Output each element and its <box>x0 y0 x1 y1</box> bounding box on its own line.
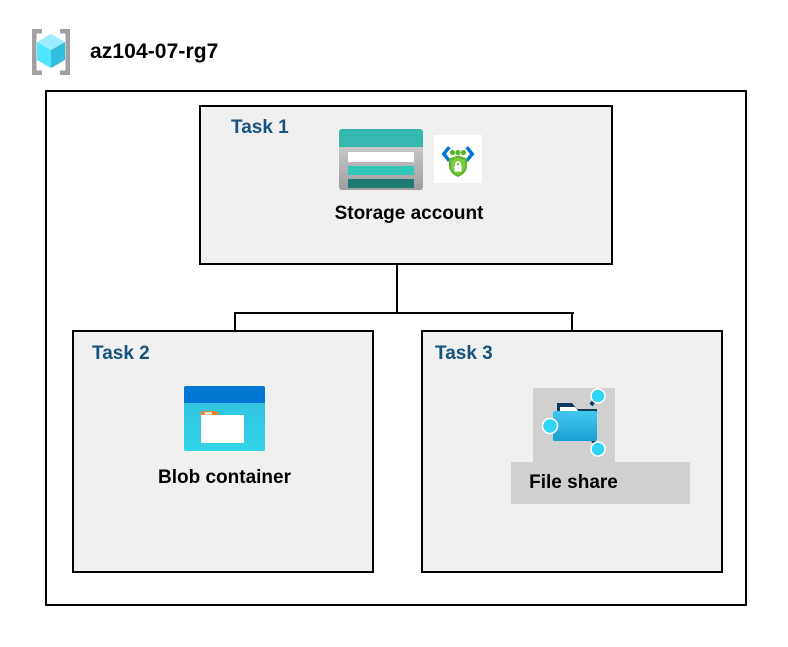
file-share-node[interactable]: File share <box>511 385 636 494</box>
task-1-box[interactable]: Task 1 <box>199 105 613 265</box>
storage-account-caption: Storage account <box>334 203 484 224</box>
blob-container-icon <box>184 386 265 451</box>
storage-account-node[interactable]: Storage account <box>289 123 529 225</box>
blob-container-caption: Blob container <box>157 467 291 488</box>
task-3-box[interactable]: Task 3 <box>421 330 723 573</box>
connector-horizontal-bar <box>234 312 574 314</box>
file-share-caption: File share <box>529 472 618 493</box>
task-2-box[interactable]: Task 2 Blob container <box>72 330 374 573</box>
page-title: az104-07-rg7 <box>90 40 219 63</box>
file-share-folder-icon <box>541 388 606 457</box>
task-1-label: Task 1 <box>231 117 289 138</box>
resource-group-cube-icon <box>32 29 70 75</box>
secure-endpoint-shield-icon <box>433 135 482 183</box>
storage-account-icon-row <box>337 123 482 195</box>
task-3-label: Task 3 <box>435 343 493 364</box>
file-share-label-highlight <box>511 462 690 504</box>
storage-account-icon <box>338 128 423 190</box>
blob-container-node[interactable]: Blob container <box>137 385 312 489</box>
resource-group-header: az104-07-rg7 <box>26 24 446 80</box>
task-2-label: Task 2 <box>92 343 150 364</box>
connector-storage-trunk <box>396 265 398 314</box>
